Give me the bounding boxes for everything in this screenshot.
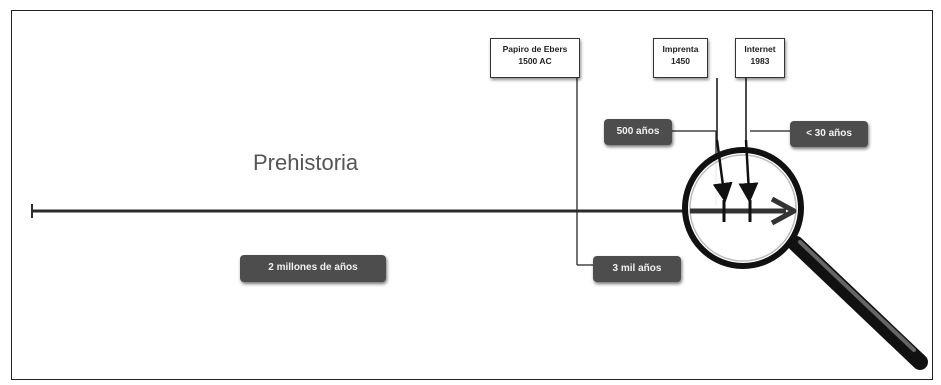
event-papiro-date: 1500 AC bbox=[518, 56, 552, 66]
magnified-arrowhead bbox=[770, 196, 797, 226]
event-papiro-box: Papiro de Ebers 1500 AC bbox=[490, 38, 580, 78]
event-imprenta-name: Imprenta bbox=[662, 44, 699, 54]
magnifier-handle-shadow bbox=[788, 236, 928, 370]
era-label-prehistoria: Prehistoria bbox=[253, 150, 359, 175]
magnifier-handle-highlight bbox=[798, 240, 916, 352]
magnifier-lens bbox=[682, 147, 804, 269]
event-imprenta-date: 1450 bbox=[671, 56, 690, 66]
magnifier-rim-inner bbox=[689, 154, 797, 262]
magnifying-glass-icon bbox=[682, 147, 928, 370]
duration-millones-label: 2 millones de años bbox=[240, 255, 386, 282]
duration-quinientos-label: 500 años bbox=[604, 119, 672, 145]
imprenta-arrow-lower bbox=[712, 139, 733, 203]
event-internet-name: Internet bbox=[744, 44, 776, 54]
duration-tres-mil-label: 3 mil años bbox=[593, 256, 681, 282]
event-internet-date: 1983 bbox=[750, 56, 770, 66]
event-internet-box: Internet 1983 bbox=[735, 38, 785, 78]
duration-treinta-label: < 30 años bbox=[790, 121, 868, 147]
internet-arrow-lower bbox=[738, 139, 759, 203]
event-imprenta-box: Imprenta 1450 bbox=[653, 38, 708, 78]
event-papiro-name: Papiro de Ebers bbox=[502, 44, 568, 54]
